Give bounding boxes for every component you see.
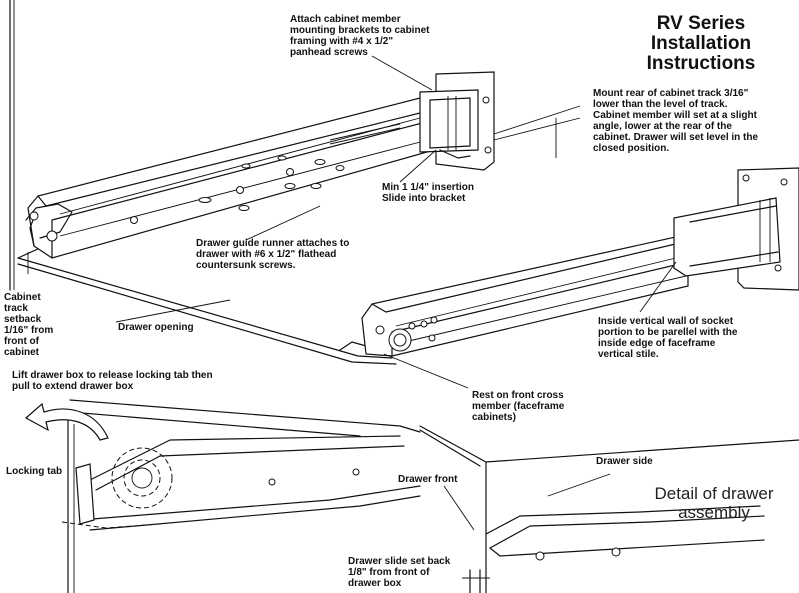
leader-lines [27,55,677,389]
lower-rear-bracket [673,167,799,291]
label-min-insertion: Min 1 1/4" insertion Slide into bracket [382,182,474,204]
page-title: RV Series Installation Instructions [646,13,756,74]
drawer-opening-outline [17,247,397,365]
label-slide-setback: Drawer slide set back 1/8" from front of… [348,556,451,589]
label-mount-rear: Mount rear of cabinet track 3/16" lower … [593,88,759,154]
lower-drawer-slide [361,235,689,357]
label-drawer-opening: Drawer opening [118,322,194,333]
upper-rear-bracket [419,71,495,171]
mount-rear-guides [493,105,581,158]
label-locking-tab: Locking tab [6,466,63,477]
locking-tab-detail [24,399,421,593]
label-guide-runner: Drawer guide runner attaches to drawer w… [196,238,350,271]
label-cabinet-track-setback: Cabinet track setback 1/16" from front o… [4,292,54,358]
label-lift-drawer: Lift drawer box to release locking tab t… [12,370,213,392]
label-drawer-side: Drawer side [596,456,653,467]
label-socket-wall: Inside vertical wall of socket portion t… [598,316,738,360]
upper-drawer-slide [25,97,435,259]
cabinet-wall [9,0,15,291]
drawer-assembly-detail [419,425,799,593]
label-mounting-brackets: Attach cabinet member mounting brackets … [290,14,430,58]
label-drawer-front: Drawer front [398,474,458,485]
detail-caption: Detail of drawer assembly [654,484,774,522]
label-rest-cross-member: Rest on front cross member (faceframe ca… [472,390,565,423]
